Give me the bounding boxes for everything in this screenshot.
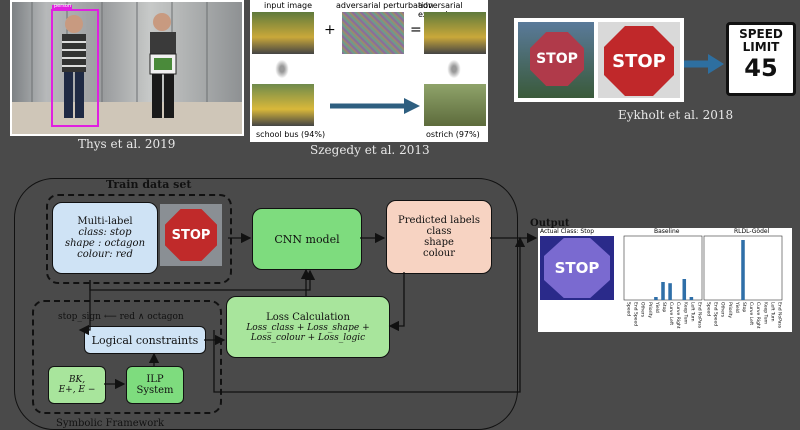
rldl-title: RLDL-Gödel: [734, 228, 770, 235]
speed-limit-sign: SPEED LIMIT 45: [726, 22, 796, 96]
eykholt-caption: Eykholt et al. 2018: [618, 108, 734, 122]
baseline-bar: [668, 283, 672, 300]
ostrich-result-label: ostrich (97%): [426, 130, 480, 139]
stop-sign-2-text: STOP: [612, 50, 666, 72]
baseline-tick-label: Left Turn: [689, 302, 695, 322]
szegedy-panel: input image adversarial perturbation adv…: [250, 0, 488, 142]
output-stop-sign: STOP: [544, 238, 610, 298]
predicted-line-1: class: [426, 226, 452, 237]
output-panel: Actual Class: Stop STOP Baseline RLDL-Gö…: [538, 228, 792, 332]
multilabel-line-1: class: stop: [78, 227, 132, 238]
rldl-tick-label: Speed: [706, 302, 712, 316]
rldl-tick-label: Priority: [727, 302, 733, 318]
bk-node: BK, E+, E −: [48, 366, 106, 404]
lockers-scene: [12, 2, 242, 134]
cnn-model-node: CNN model: [252, 208, 362, 270]
eykholt-photos: STOP STOP: [514, 18, 684, 102]
loss-title: Loss Calculation: [266, 311, 350, 323]
output-stop-text: STOP: [554, 259, 600, 277]
baseline-tick-label: Keep Turn: [682, 302, 688, 324]
actual-class: Actual Class: Stop: [540, 228, 595, 235]
baseline-tick-label: Curve Left: [668, 302, 674, 325]
baseline-bar: [689, 297, 694, 300]
equals-sign: =: [410, 22, 422, 38]
baseline-tick-label: End Speed: [633, 302, 639, 326]
stop-sign-2: STOP: [604, 26, 674, 96]
baseline-tick-label: Speed: [626, 302, 632, 316]
baseline-tick-label: Curve Right: [675, 302, 681, 329]
baseline-bar: [661, 282, 665, 300]
baseline-bar: [654, 297, 658, 300]
output-stop-image: STOP: [540, 236, 614, 300]
bus-image-2: [252, 84, 314, 126]
predicted-line-3: colour: [422, 248, 456, 259]
stop-thumb-sign: STOP: [165, 209, 217, 261]
multilabel-node: Multi-label class: stop shape : octagon …: [52, 202, 158, 274]
stop-sign-1-text: STOP: [536, 51, 578, 67]
speed-value: 45: [744, 54, 778, 82]
loss-line-2: Loss_colour + Loss_logic: [250, 332, 366, 343]
ilp-line-1: ILP: [146, 374, 164, 385]
baseline-tick-label: End NoPass: [696, 302, 702, 329]
stop-photo-2: STOP: [598, 22, 680, 98]
stop-photo-1: STOP: [518, 22, 594, 98]
predicted-line-2: shape: [424, 237, 454, 248]
adv-bus-image: [424, 12, 486, 54]
baseline-tick-label: Priority: [647, 302, 653, 318]
loss-line-1: Loss_class + Loss_shape +: [246, 322, 370, 333]
arrow-right-icon-2: [684, 54, 724, 74]
rldl-tick-label: Others: [720, 302, 726, 318]
baseline-tick-label: Others: [640, 302, 646, 318]
rldl-tick-label: Stop: [741, 302, 747, 312]
thys-photo: person: [10, 0, 244, 136]
speed-text: SPEED: [739, 27, 783, 41]
stop-thumb-text: STOP: [171, 227, 211, 243]
rldl-tick-label: Left Turn: [769, 302, 775, 322]
rldl-tick-label: Yield: [734, 301, 740, 313]
perturbation-label: adversarial perturbation: [336, 1, 434, 10]
rldl-tick-label: Curve Left: [748, 302, 754, 325]
baseline-title: Baseline: [654, 228, 680, 235]
bk-line-1: BK,: [68, 375, 86, 385]
predicted-title: Predicted labels: [398, 215, 480, 226]
stop-sign-1: STOP: [530, 32, 584, 86]
network-icon-1: [274, 58, 290, 80]
baseline-bar: [682, 279, 687, 300]
network-icon-2: [446, 58, 462, 80]
multilabel-line-3: colour: red: [77, 249, 133, 260]
logical-constraints-node: Logical constraints: [84, 326, 206, 354]
bus-image: [252, 12, 314, 54]
multilabel-line-2: shape : octagon: [64, 238, 146, 249]
rule-text: stop_sign ⟵ red ∧ octagon: [58, 312, 184, 322]
rldl-tick-label: End Speed: [713, 302, 719, 326]
ilp-node: ILP System: [126, 366, 184, 404]
szegedy-caption: Szegedy et al. 2013: [310, 143, 430, 157]
person-badge: person: [54, 3, 72, 9]
ostrich-image: [424, 84, 486, 126]
perturbation-image: [342, 12, 404, 54]
loss-node: Loss Calculation Loss_class + Loss_shape…: [226, 296, 390, 358]
stop-thumb: STOP: [160, 204, 222, 266]
thys-caption: Thys et al. 2019: [78, 137, 176, 151]
predicted-labels-node: Predicted labels class shape colour: [386, 200, 492, 274]
plus-sign: +: [324, 22, 336, 38]
rldl-tick-label: Curve Right: [755, 302, 761, 329]
rldl-bar: [741, 240, 745, 300]
bus-result-label: school bus (94%): [256, 130, 326, 139]
arrow-right-icon: [330, 98, 420, 114]
train-title: Train data set: [106, 178, 192, 191]
symbolic-title: Symbolic Framework: [56, 418, 165, 429]
rldl-tick-label: Keep Turn: [762, 302, 768, 324]
baseline-tick-label: Yield: [654, 301, 660, 313]
rldl-tick-label: End NoPass: [776, 302, 782, 329]
multilabel-title: Multi-label: [77, 216, 133, 227]
ilp-line-2: System: [136, 385, 174, 396]
limit-text: LIMIT: [742, 40, 780, 54]
input-image-label: input image: [264, 1, 313, 10]
output-label: Output: [530, 218, 570, 229]
bk-line-2: E+, E −: [58, 385, 96, 395]
baseline-tick-label: Stop: [661, 302, 667, 312]
